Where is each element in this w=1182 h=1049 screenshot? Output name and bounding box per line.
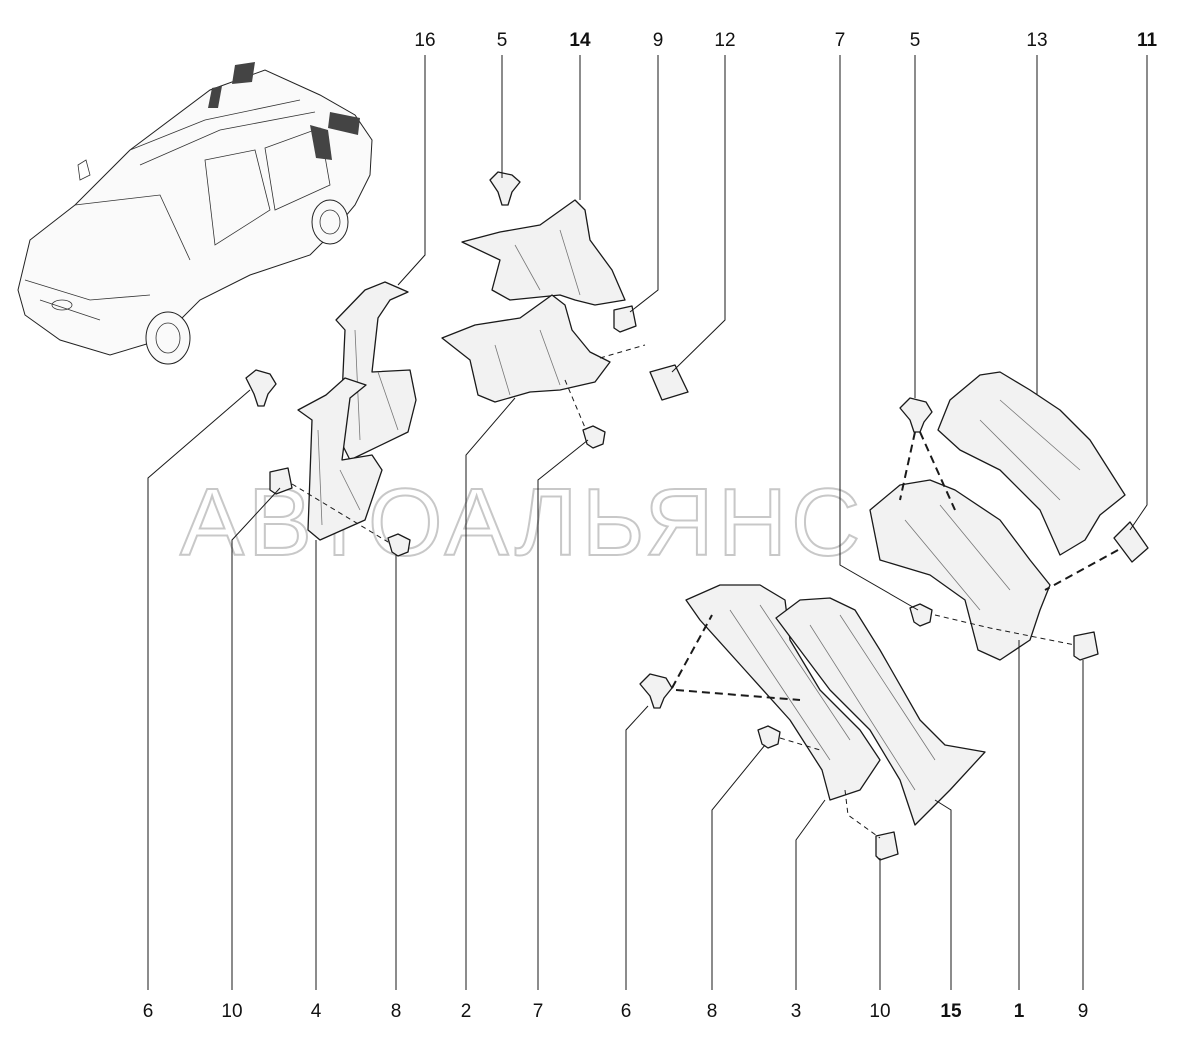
callouts-top: 16 5 14 9 12 7 5 13 11	[414, 30, 1157, 51]
callout-6: 6	[143, 1001, 154, 1022]
screw-7-right	[909, 603, 933, 627]
trim-part-14	[461, 199, 626, 306]
pad-11	[1113, 521, 1149, 563]
callout-2: 2	[461, 1001, 472, 1022]
watermark: АВТОАЛЬЯНС	[180, 469, 864, 576]
callout-7-bottom: 7	[533, 1001, 544, 1022]
callout-4: 4	[311, 1001, 322, 1022]
callout-1: 1	[1014, 1001, 1025, 1022]
trim-part-13	[937, 371, 1126, 556]
callout-3: 3	[791, 1001, 802, 1022]
callout-8-bottom: 8	[707, 1001, 718, 1022]
callout-8: 8	[391, 1001, 402, 1022]
callout-13: 13	[1026, 30, 1047, 51]
callout-14: 14	[569, 30, 591, 51]
callout-12: 12	[714, 30, 735, 51]
pad-12	[649, 364, 689, 401]
screw-7-middle	[582, 425, 606, 449]
clip-5-upper	[489, 171, 521, 206]
callout-10-bottom: 10	[869, 1001, 890, 1022]
callout-15: 15	[940, 1001, 962, 1022]
leader-lines	[147, 55, 1148, 990]
callout-16: 16	[414, 30, 435, 51]
callout-7: 7	[835, 30, 846, 51]
screw-8-left	[387, 533, 411, 557]
trim-part-3	[685, 584, 881, 801]
trim-part-1	[869, 479, 1051, 661]
nut-10-lower	[875, 831, 899, 861]
car-locator-illustration	[17, 62, 373, 365]
trim-part-2	[441, 294, 611, 403]
trim-part-16	[335, 281, 417, 461]
clip-6-left	[245, 369, 277, 407]
callout-5-right: 5	[910, 30, 921, 51]
callout-5: 5	[497, 30, 508, 51]
nut-10-left	[269, 467, 293, 495]
callout-9: 9	[653, 30, 664, 51]
nut-9-right	[1073, 631, 1099, 661]
callout-11: 11	[1137, 30, 1158, 51]
nut-9-upper	[613, 305, 637, 333]
trim-part-4	[297, 377, 383, 541]
callouts-bottom: 6 10 4 8 2 7 6 8 3 10 15 1 9	[143, 1001, 1089, 1022]
callout-9-bottom: 9	[1078, 1001, 1089, 1022]
clip-6-lower	[639, 673, 673, 709]
callout-6-bottom: 6	[621, 1001, 632, 1022]
assembly-lines	[291, 344, 1119, 839]
clip-5-right	[899, 397, 933, 433]
callout-10: 10	[221, 1001, 242, 1022]
screw-8-lower	[757, 725, 781, 749]
trim-part-15	[775, 597, 986, 826]
